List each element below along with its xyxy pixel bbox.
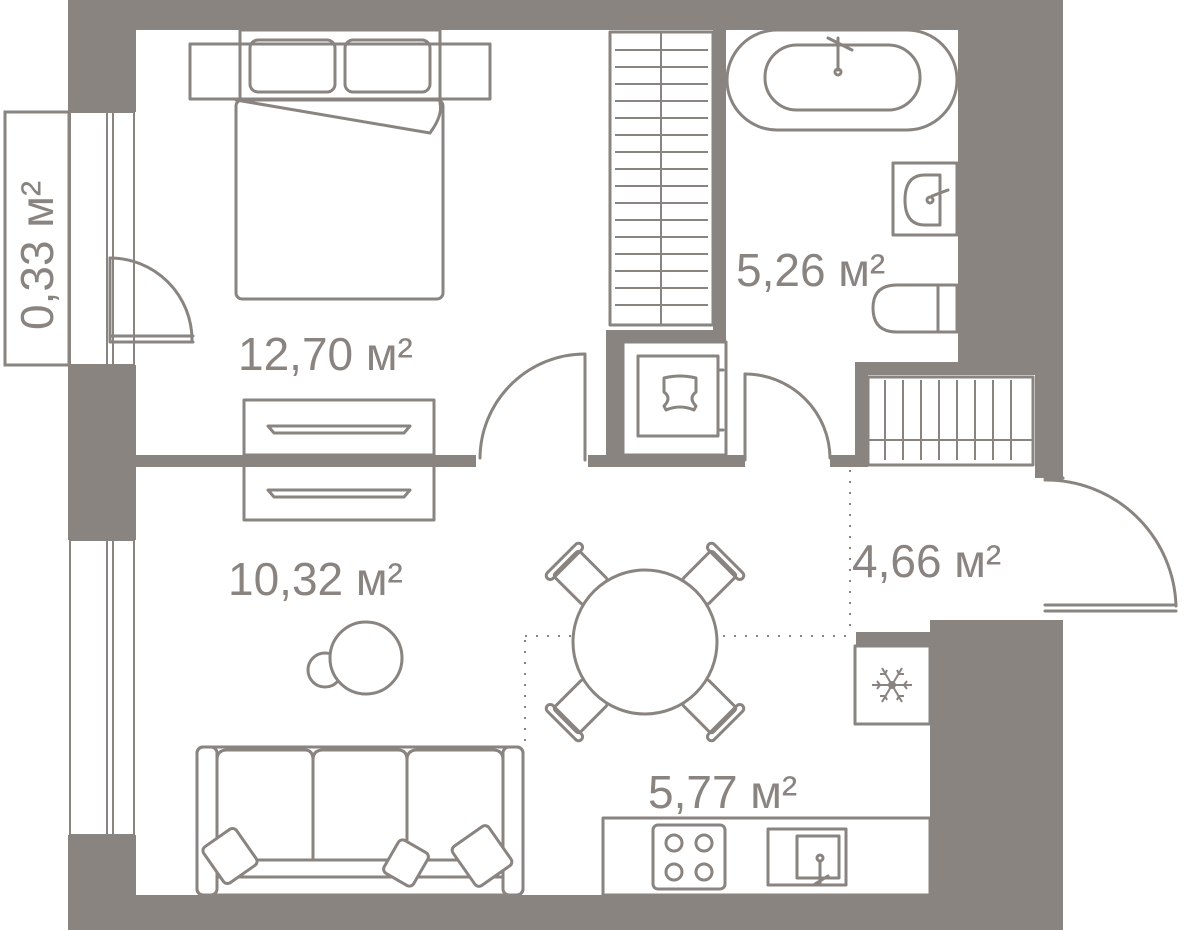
washing-machine [621,340,728,457]
hall-wardrobe [866,375,1035,467]
area-kitchen: 5,77 м² [648,766,797,818]
area-bathroom: 5,26 м² [736,244,885,296]
toilet-icon [871,283,959,334]
door-entrance [1043,476,1178,613]
balcony [3,110,195,367]
cushion [201,826,259,886]
area-hall: 4,66 м² [852,535,1001,587]
bathtub-icon [725,28,959,132]
snowflake-icon [872,667,912,703]
sink-icon [766,827,848,887]
interior-walls [136,30,930,646]
area-living: 10,32 м² [228,553,403,605]
door-bathroom [743,372,832,462]
window-bedroom [69,111,135,366]
door-bedroom [478,352,587,462]
area-balcony: 0,33 м² [11,181,63,330]
kitchen-counter [601,816,932,897]
dining-table [571,568,719,716]
wardrobe-shelves [615,49,708,306]
area-bedroom: 12,70 м² [238,328,413,380]
dining-set [544,541,746,743]
side-table [306,620,404,696]
sofa [195,745,525,897]
wardrobe [608,30,715,327]
hob-icon [651,823,727,891]
washbasin [891,161,959,237]
bed [188,28,492,301]
cushion [450,824,514,888]
dresser [242,398,436,522]
outer-walls [68,0,1063,930]
fridge [853,644,932,726]
cushion [382,838,430,888]
window-living [69,539,135,836]
